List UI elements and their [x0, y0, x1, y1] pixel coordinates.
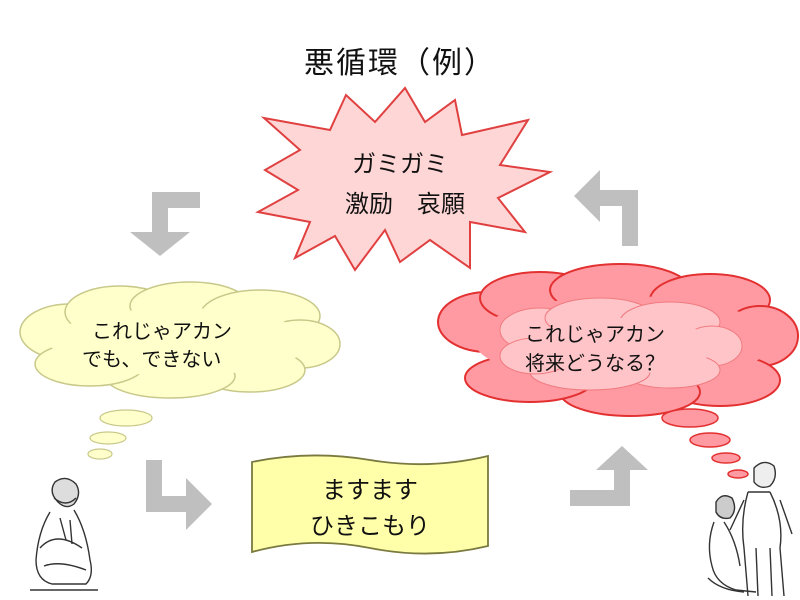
result-text-2: ひきこもり — [310, 512, 430, 540]
burst-shape — [255, 86, 554, 272]
parent-thought-text-1: これじゃアカン — [525, 322, 665, 346]
burst-text-1: ガミガミ — [352, 150, 448, 178]
arrow-top-left — [130, 192, 200, 256]
parents-figure — [707, 461, 793, 597]
child-thought-text-1: これじゃアカン — [92, 319, 232, 343]
child-thought-bubbles — [87, 409, 153, 460]
page-title: 悪循環（例） — [304, 46, 496, 81]
child-thought-cloud — [19, 281, 341, 399]
parent-thought-inner-cloud — [499, 297, 743, 391]
burst-node: ガミガミ 激励 哀願 — [255, 86, 554, 272]
burst-text-2: 激励 哀願 — [345, 190, 465, 218]
sitting-child-figure — [30, 477, 98, 591]
arrow-bottom-left — [146, 460, 212, 530]
result-banner: ますます ひきこもり — [251, 454, 489, 555]
result-text-1: ますます — [322, 476, 418, 504]
parent-thought-text-2: 将来どうなる？ — [525, 351, 665, 375]
parent-thought-bubbles — [661, 408, 749, 479]
child-thought-text-2: でも、できない — [82, 347, 221, 371]
arrow-bottom-right — [570, 446, 648, 506]
arrow-top-right — [574, 170, 638, 246]
